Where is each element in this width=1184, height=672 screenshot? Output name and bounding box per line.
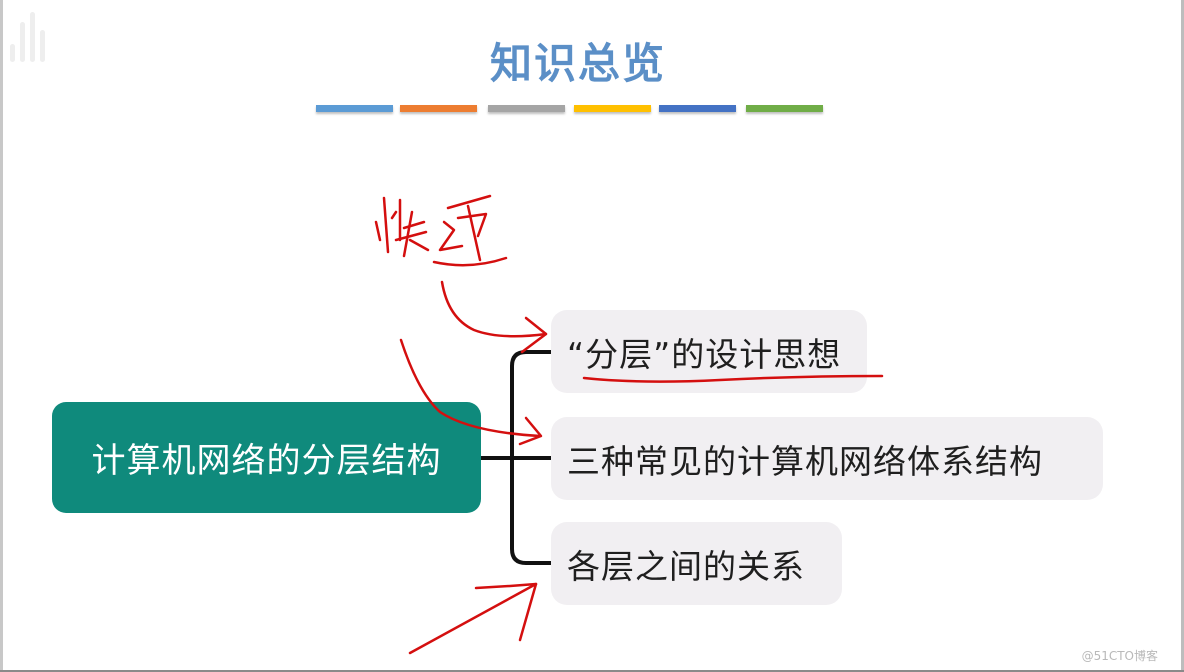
color-bar-green (746, 105, 823, 112)
slide-title: 知识总览 (489, 39, 666, 88)
slide-right-edge (1181, 0, 1184, 672)
mindmap-child-node-layer-relations[interactable]: 各层之间的关系 (551, 522, 842, 605)
color-bar-blue (316, 105, 393, 112)
child-node-label: 三种常见的计算机网络体系结构 (567, 441, 1043, 481)
mindmap-child-node-three-architectures[interactable]: 三种常见的计算机网络体系结构 (551, 417, 1103, 500)
mindmap-child-node-layering-idea[interactable]: “分层”的设计思想 (551, 310, 867, 393)
ink-stroke (374, 220, 382, 242)
color-bar-darkblue (659, 105, 736, 112)
color-bar-yellow (574, 105, 651, 112)
mindmap-root-node[interactable]: 计算机网络的分层结构 (52, 402, 481, 513)
color-bar-gray (488, 105, 565, 112)
child-node-label: “分层”的设计思想 (567, 334, 842, 374)
watermark-text: @51CTO博客 (1081, 649, 1158, 663)
color-bar-strip (0, 105, 1184, 115)
bilibili-logo-watermark-icon (4, 12, 48, 62)
slide-bottom-edge (0, 670, 1184, 672)
child-node-label: 各层之间的关系 (567, 546, 805, 586)
color-bar-orange (400, 105, 477, 112)
root-node-label: 计算机网络的分层结构 (91, 441, 442, 481)
slide-left-edge (0, 0, 3, 672)
